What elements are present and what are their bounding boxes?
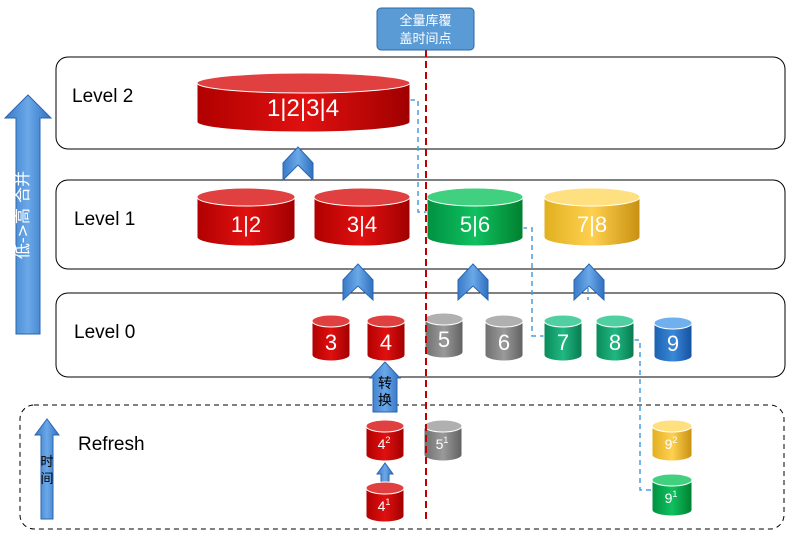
refresh-box [19, 404, 785, 530]
cylinder-label: 1|2|3|4 [267, 95, 339, 122]
cylinder-l0-8: 8 [595, 314, 635, 362]
cylinder-label: 6 [498, 330, 510, 355]
cylinder-label: 7 [557, 330, 569, 355]
merge-chevron-l0-to-l1-mid [457, 263, 489, 302]
refresh-label: Refresh [78, 434, 145, 455]
cylinder-l0-3: 3 [311, 314, 351, 362]
cylinder-l0-7: 7 [543, 314, 583, 362]
cylinder-refresh-4-1: 41 [365, 481, 405, 523]
connector-l1-to-l0 [522, 227, 546, 337]
cylinder-l1-56: 5|6 [426, 187, 524, 247]
merge-chevron-l0-to-l1-right [573, 263, 605, 302]
time-arrow [34, 418, 60, 520]
cylinder-label: 3|4 [347, 212, 377, 237]
cylinder-label: 4 [380, 330, 392, 355]
connector-l2-to-l1 [410, 99, 430, 213]
cylinder-label: 7|8 [577, 212, 607, 237]
cylinder-refresh-9-2: 92 [651, 419, 693, 462]
level2-box [55, 56, 786, 150]
cylinder-l1-78: 7|8 [543, 187, 641, 247]
cylinder-label: 9 [667, 331, 679, 356]
cylinder-label: 1|2 [231, 212, 261, 237]
cylinder-label: 92 [665, 435, 678, 452]
merge-chevron-l0-to-l1-left [342, 263, 374, 302]
cylinder-l0-5: 5 [424, 312, 464, 359]
level1-label: Level 1 [74, 209, 135, 230]
cylinder-refresh-4-2: 42 [365, 419, 405, 462]
cylinder-label: 5|6 [460, 212, 490, 237]
cylinder-l0-9: 9 [653, 316, 693, 363]
level2-label: Level 2 [72, 86, 133, 107]
cylinder-label: 3 [325, 330, 337, 355]
cylinder-l0-6: 6 [484, 314, 524, 362]
cylinder-l1-12: 1|2 [196, 187, 296, 247]
merge-direction-arrow [3, 94, 53, 335]
level1-box [55, 179, 786, 270]
convert-label-char2: 换 [378, 392, 392, 409]
time-label-char1: 时 [40, 455, 53, 470]
cylinder-label: 42 [378, 435, 391, 452]
cylinder-label: 41 [378, 497, 391, 514]
merge-chevron-l1-to-l2 [282, 146, 314, 182]
snapshot-callout: 全量库覆 盖时间点 [376, 7, 475, 51]
merge-direction-label: 低->高 合并 [13, 171, 32, 259]
refresh-up-arrow [376, 462, 394, 485]
cylinder-label: 5 [438, 327, 450, 352]
convert-arrow [368, 361, 402, 413]
cylinder-refresh-9-1: 91 [651, 473, 693, 517]
cylinder-l0-4: 4 [366, 314, 406, 362]
level0-label: Level 0 [74, 322, 135, 343]
cylinder-l1-34: 3|4 [313, 187, 411, 247]
cylinder-label: 8 [609, 330, 621, 355]
connector-l0-to-refresh [634, 339, 652, 491]
convert-label-char1: 转 [378, 376, 392, 392]
time-label-char2: 间 [40, 472, 53, 487]
callout-line2: 盖时间点 [399, 32, 451, 47]
callout-line1: 全量库覆 [399, 13, 451, 29]
cylinder-refresh-5-1: 51 [423, 419, 463, 462]
cylinder-l2-1234: 1|2|3|4 [196, 72, 411, 133]
cylinder-label: 51 [436, 435, 449, 452]
cylinder-label: 91 [665, 489, 678, 506]
